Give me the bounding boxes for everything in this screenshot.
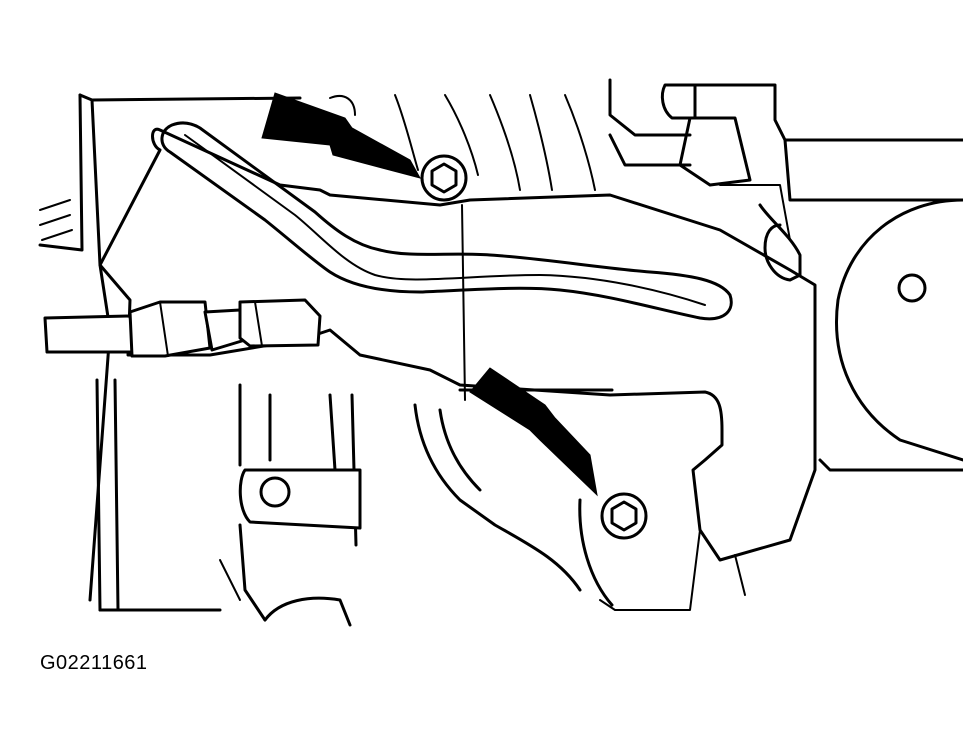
bracket-slot	[160, 121, 733, 321]
upper-contours	[329, 78, 963, 241]
lower-contours	[219, 203, 802, 627]
figure-id-label: G02211661	[40, 652, 148, 674]
upper-bolt	[420, 154, 468, 202]
pulley	[818, 198, 963, 472]
upper-bolt-arrow	[261, 92, 422, 179]
lower-bolt-arrow	[469, 367, 598, 497]
lower-bolt	[600, 492, 648, 540]
wire-connector	[43, 298, 322, 358]
